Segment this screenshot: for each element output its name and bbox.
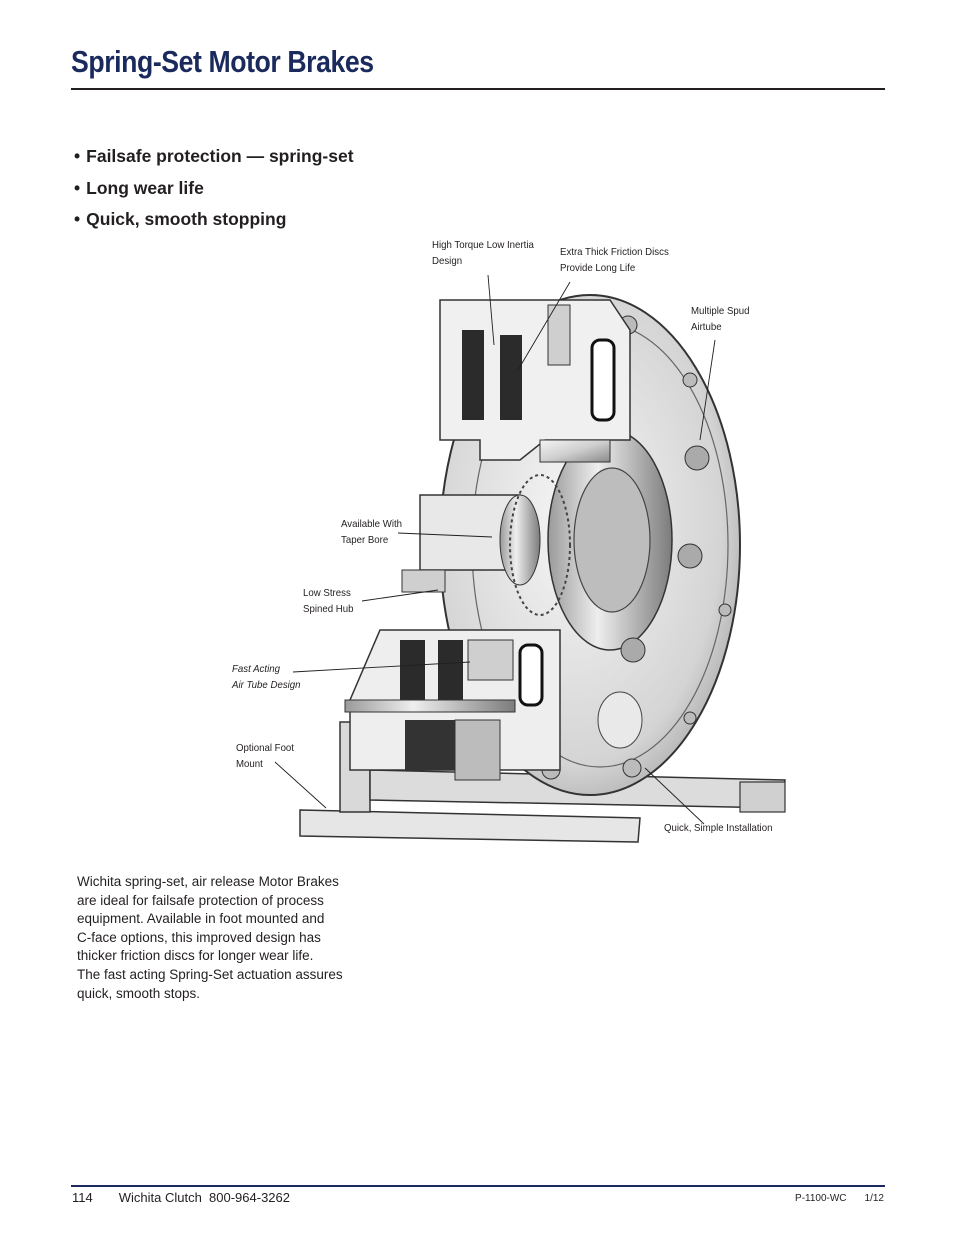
callout-line: Mount: [236, 757, 263, 770]
bullet-marker: •: [74, 209, 81, 229]
description-line: thicker friction discs for longer wear l…: [77, 948, 314, 964]
callout-line: Optional Foot: [236, 742, 295, 754]
cutaway-upper: [439, 299, 631, 463]
page-number: 114: [72, 1190, 93, 1205]
description-line: are ideal for failsafe protection of pro…: [77, 892, 324, 908]
callout-line: Extra Thick Friction Discs: [560, 246, 669, 258]
feature-bullet-text: Quick, smooth stopping: [86, 209, 287, 229]
callout-line: Provide Long Life: [560, 261, 636, 274]
callout-line: High Torque Low Inertia: [432, 239, 534, 251]
product-description: Wichita spring-set, air release Motor Br…: [77, 873, 377, 1003]
callout-line: Design: [432, 254, 463, 267]
footer-divider: [71, 1185, 885, 1187]
cutaway-lower: [344, 629, 561, 781]
footer-right: P-1100-WC 1/12: [795, 1193, 884, 1204]
feature-bullet: •Quick, smooth stopping: [74, 209, 354, 241]
callout-spud-airtube: Multiple Spud Airtube: [691, 304, 750, 335]
callout-taper-bore: Available With Taper Bore: [341, 517, 402, 548]
description-line: quick, smooth stops.: [77, 985, 201, 1001]
description-line: The fast acting Spring-Set actuation ass…: [77, 966, 343, 982]
splined-hub: [401, 474, 571, 616]
callout-air-tube: Fast Acting Air Tube Design: [232, 662, 301, 693]
callout-line: Available With: [341, 518, 403, 530]
bullet-marker: •: [74, 146, 81, 166]
description-line: Wichita spring-set, air release Motor Br…: [77, 874, 339, 889]
callout-line: Spined Hub: [303, 602, 354, 615]
page-title: Spring-Set Motor Brakes: [71, 44, 374, 79]
bullet-marker: •: [74, 177, 81, 198]
callout-leader-lines: [274, 274, 716, 825]
callout-line: Multiple Spud: [691, 305, 750, 317]
callout-splined-hub: Low Stress Spined Hub: [303, 586, 353, 617]
callout-line: Airtube: [691, 320, 722, 333]
description-line: equipment. Available in foot mounted and: [77, 911, 325, 927]
callout-foot-mount: Optional Foot Mount: [236, 741, 294, 772]
document-code: P-1100-WC: [795, 1193, 847, 1204]
callout-line: Air Tube Design: [232, 678, 301, 691]
description-line: C-face options, this improved design has: [77, 929, 321, 945]
feature-bullet-list: •Failsafe protection — spring-set •Long …: [74, 146, 354, 241]
feature-bullet-text: Failsafe protection — spring-set: [86, 146, 354, 166]
callout-line: Taper Bore: [341, 533, 389, 546]
company-contact: Wichita Clutch 800-964-3262: [118, 1190, 290, 1205]
callout-line: Fast Acting: [232, 663, 280, 675]
footer-left: 114 Wichita Clutch 800-964-3262: [72, 1190, 290, 1205]
feature-bullet: •Long wear life: [74, 178, 354, 210]
callout-line: Low Stress: [303, 587, 351, 599]
callout-installation: Quick, Simple Installation: [664, 821, 772, 837]
title-divider: [71, 88, 885, 90]
callout-friction-discs: Extra Thick Friction Discs Provide Long …: [560, 245, 669, 276]
revision-date: 1/12: [864, 1193, 884, 1204]
callout-line: Quick, Simple Installation: [664, 822, 773, 834]
callout-high-torque: High Torque Low Inertia Design: [432, 238, 534, 269]
feature-bullet-text: Long wear life: [86, 177, 204, 198]
feature-bullet: •Failsafe protection — spring-set: [74, 146, 354, 178]
